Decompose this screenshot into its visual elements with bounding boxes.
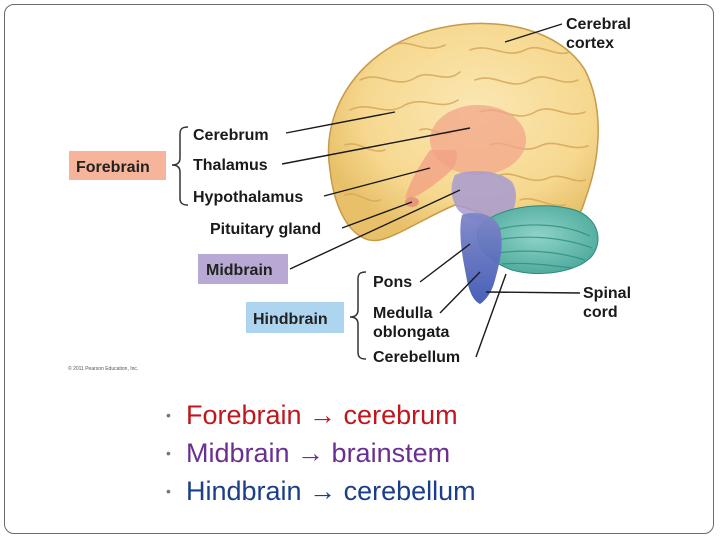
cerebrum-label: Cerebrum [193,127,269,144]
hypothalamus-label: Hypothalamus [193,189,303,206]
bullet-forebrain-text: Forebrain → cerebrum [186,400,458,430]
forebrain-label: Forebrain [76,159,150,176]
cerebellum-label: Cerebellum [373,349,460,366]
leader-cerebrum [285,111,396,134]
leader-thalamus [281,127,471,165]
forebrain-brace [171,126,189,206]
bullet-dot-icon: • [166,407,171,423]
brainstem-shape [460,212,502,304]
hypothalamus-shape [405,150,457,199]
midbrain-label: Midbrain [206,262,273,279]
bullet-midbrain-text: Midbrain → brainstem [186,438,451,468]
leader-midbrain [289,189,461,270]
spinal-cord-label-line2: cord [583,304,618,321]
leader-medulla [439,271,481,314]
pons-label: Pons [373,274,412,291]
cerebral-cortex-label-line2: cortex [566,35,614,52]
bullet-midbrain: • Midbrain → brainstem [166,434,476,472]
summary-bullets: • Forebrain → cerebrum • Midbrain → brai… [166,396,476,510]
medulla-oblongata-label-line1: Medulla [373,305,433,322]
leader-lines [281,23,581,358]
hindbrain-brace [349,271,367,360]
bullet-dot-icon: • [166,445,171,461]
leader-spinal-cord [485,291,581,294]
hindbrain-box [246,302,344,333]
leader-pons [419,243,471,283]
hindbrain-label: Hindbrain [253,311,328,328]
bullet-hindbrain-text: Hindbrain → cerebellum [186,476,476,506]
slide-frame [4,4,714,534]
thalamus-label: Thalamus [193,157,268,174]
bullet-forebrain: • Forebrain → cerebrum [166,396,476,434]
leader-cerebellum [475,273,507,358]
forebrain-box [69,151,166,180]
medulla-oblongata-label-line2: oblongata [373,324,450,341]
midbrain-box [198,254,288,284]
leader-cerebral-cortex [504,23,563,43]
gyri-texture [344,42,589,207]
bullet-dot-icon: • [166,483,171,499]
cerebral-cortex-label-line1: Cerebral [566,16,631,33]
midbrain-shape [451,170,516,224]
copyright-text: © 2011 Pearson Education, Inc. [68,365,138,372]
pituitary-gland-label: Pituitary gland [210,221,321,238]
spinal-cord-label-line1: Spinal [583,285,631,302]
bullet-hindbrain: • Hindbrain → cerebellum [166,472,476,510]
leader-pituitary [341,201,413,229]
leader-hypothalamus [323,167,431,197]
